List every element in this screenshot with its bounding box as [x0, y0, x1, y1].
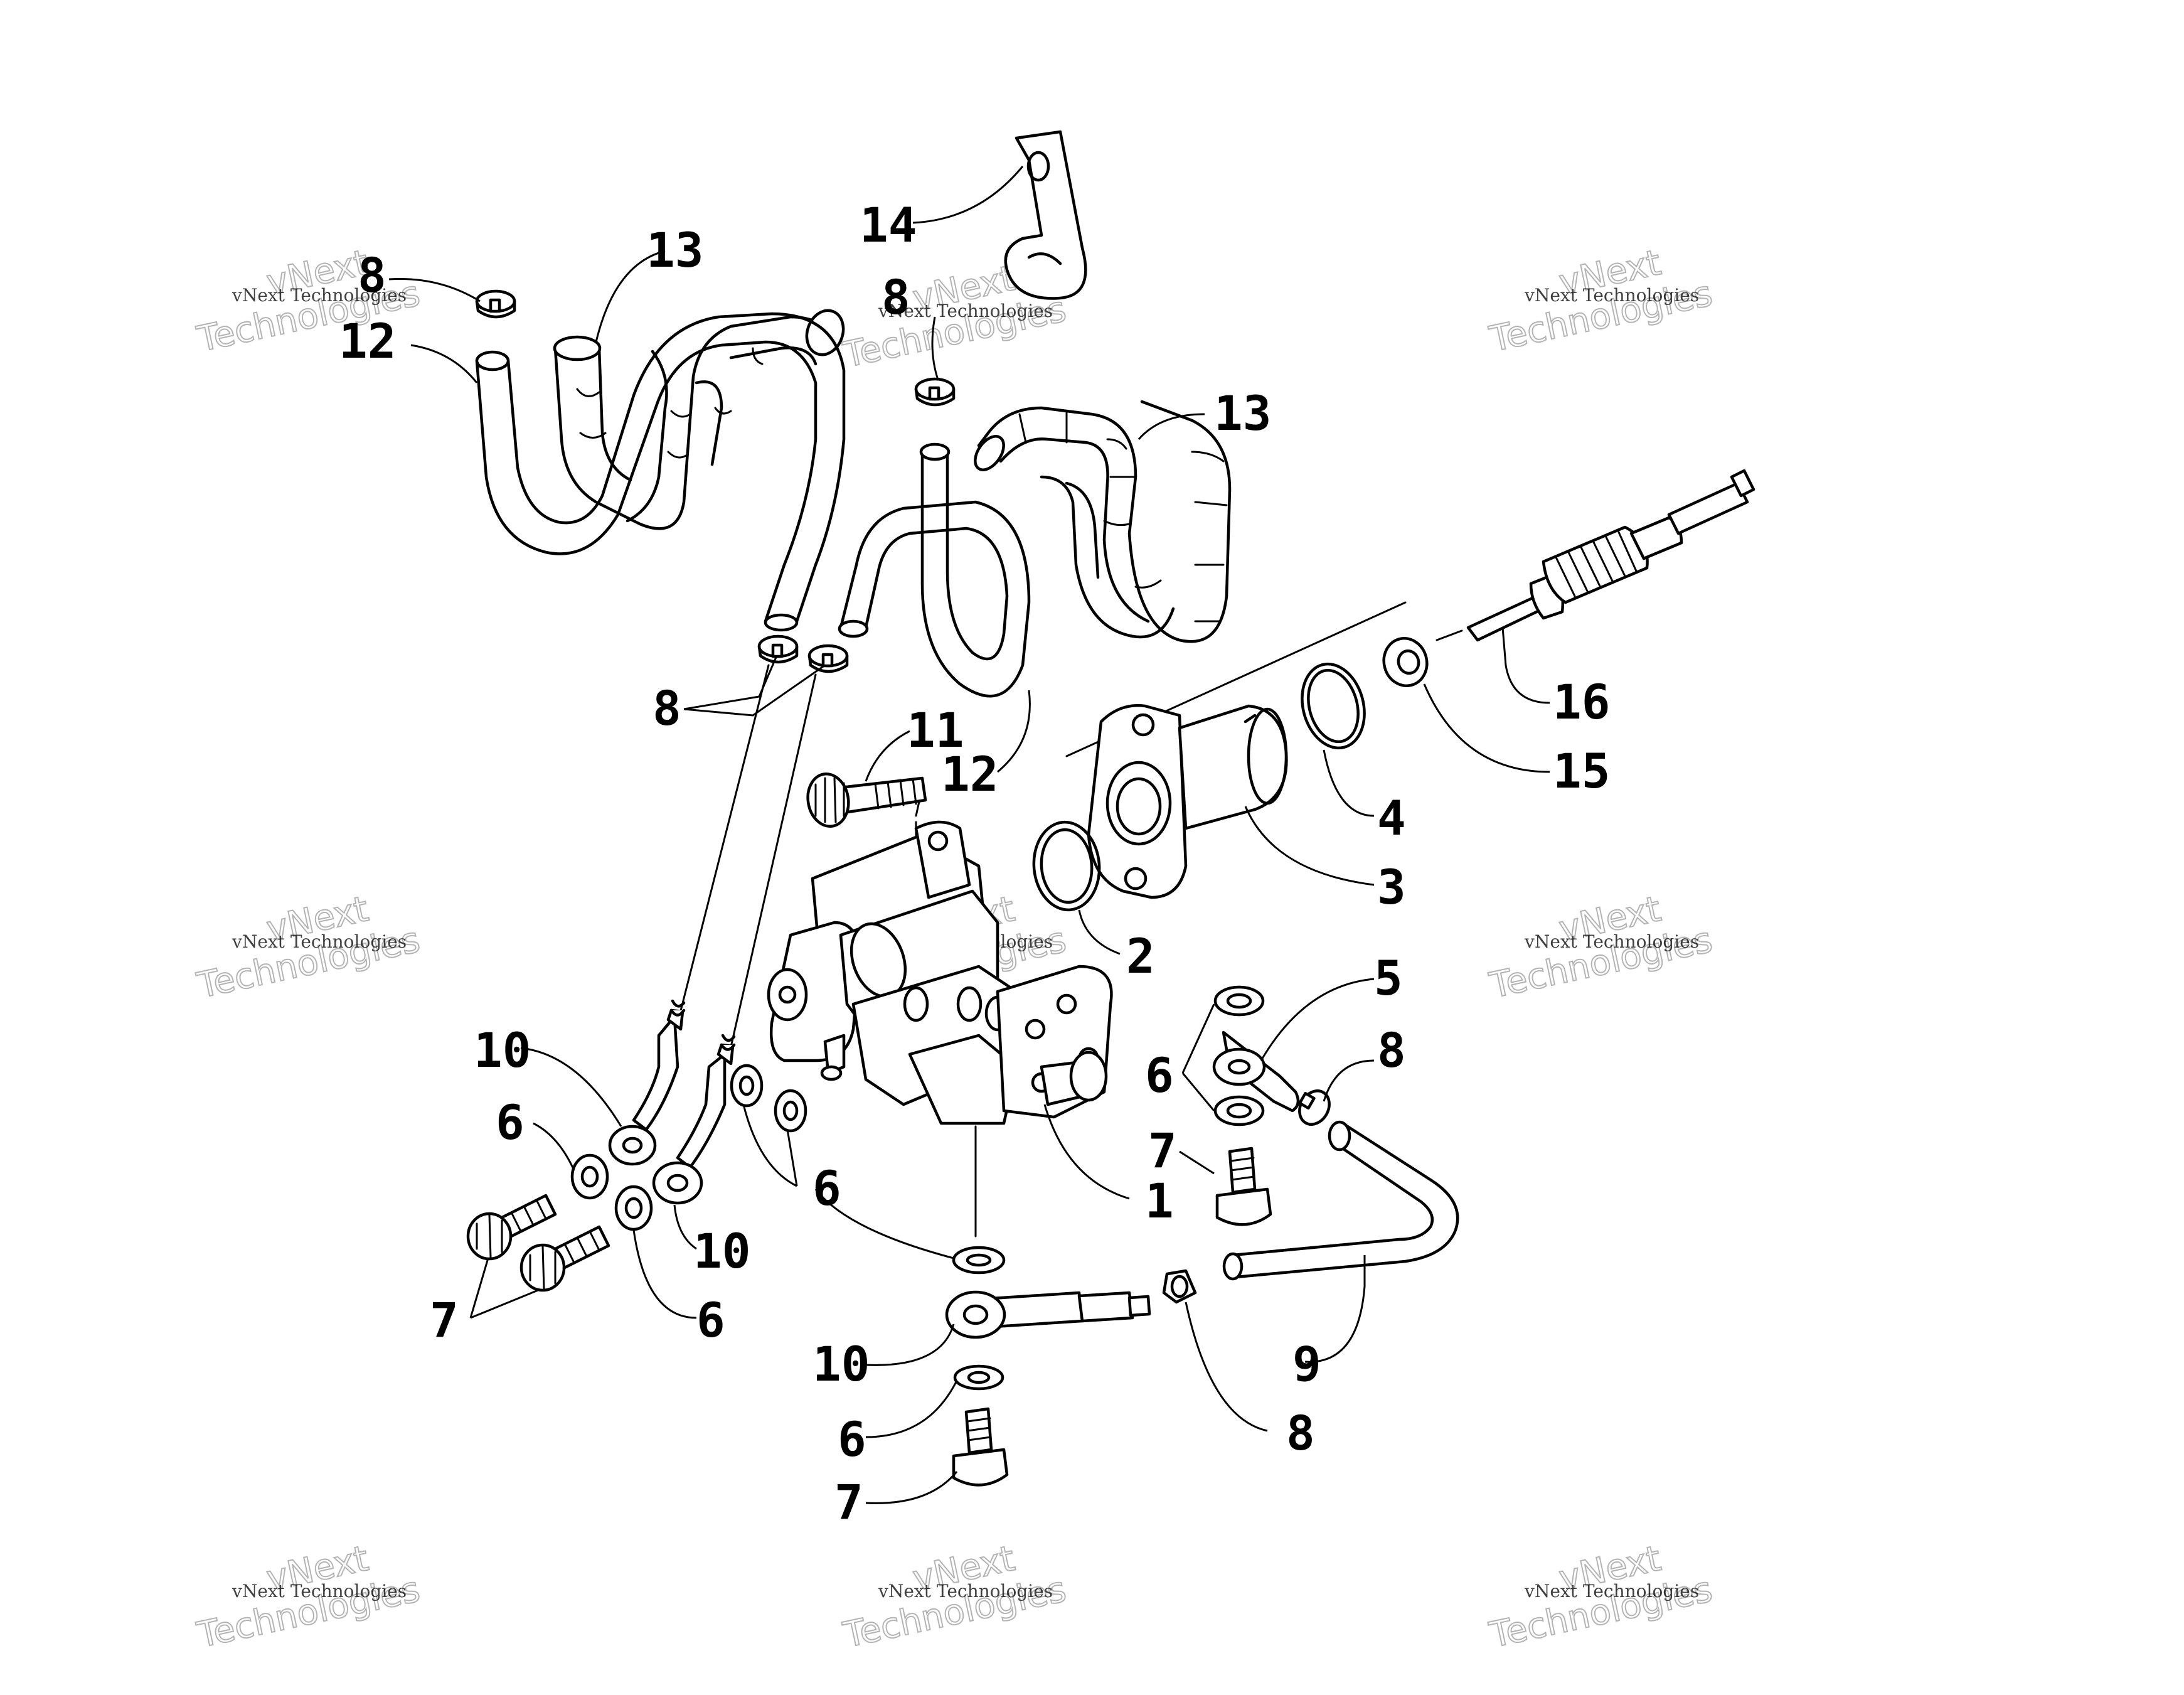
callout-4: 4	[1377, 790, 1406, 846]
svg-text:vNext Technologies: vNext Technologies	[1524, 931, 1699, 952]
part-8-clamp-upper-center	[914, 377, 956, 407]
part-11-bolt	[806, 773, 927, 828]
watermark: vNext Technologies vNext Technologies	[1485, 888, 1716, 1007]
callout-16: 16	[1553, 674, 1611, 730]
part-10-banjo-fitting-lower	[945, 1290, 1151, 1339]
part-9-hose	[1222, 1120, 1459, 1281]
callout-8: 8	[1286, 1405, 1315, 1461]
callout-6: 6	[838, 1411, 866, 1467]
part-8-clamp-mid-left	[757, 634, 799, 664]
callout-1: 1	[1145, 1173, 1174, 1229]
callout-9: 9	[1292, 1336, 1321, 1392]
part-13-oil-line-right	[974, 400, 1232, 643]
part-6-washer-left-lower	[614, 1185, 653, 1231]
callout-2: 2	[1126, 928, 1155, 984]
callout-7: 7	[834, 1474, 863, 1530]
part-10-banjo-fitting-left-a	[608, 999, 686, 1166]
part-12-tube-left	[475, 312, 846, 632]
part-8-clamp-upper-left	[475, 289, 516, 319]
part-14-clamp-bracket	[1004, 130, 1087, 300]
callout-12: 12	[941, 746, 999, 802]
callout-8: 8	[1377, 1022, 1406, 1078]
part-8-clamp-lower	[1162, 1269, 1197, 1304]
callout-13: 13	[1214, 385, 1272, 441]
callout-8: 8	[882, 269, 910, 325]
routing-lines	[676, 601, 1407, 1238]
part-4-o-ring	[1301, 662, 1366, 750]
svg-text:vNext Technologies: vNext Technologies	[878, 301, 1053, 321]
callout-3: 3	[1377, 859, 1406, 915]
watermark: vNext Technologies vNext Technologies	[193, 1537, 423, 1657]
callout-7: 7	[430, 1292, 459, 1348]
part-2-o-ring	[1032, 820, 1101, 912]
part-6-washer-pump-a	[730, 1064, 764, 1108]
watermark: vNext Technologies vNext Technologies	[839, 1537, 1070, 1657]
callout-15: 15	[1553, 743, 1611, 799]
part-15-seal	[1382, 637, 1429, 687]
callout-labels: 14 13 8 12 8 13 16 15 8 11 12 4 3 2 5 6 …	[339, 197, 1611, 1530]
callout-6: 6	[812, 1160, 841, 1216]
part-1-oil-pump	[767, 820, 1113, 1125]
svg-text:vNext Technologies: vNext Technologies	[1524, 1581, 1699, 1601]
svg-text:vNext Technologies: vNext Technologies	[878, 1581, 1053, 1601]
callout-7: 7	[1148, 1123, 1177, 1179]
part-3-pump-housing	[1087, 704, 1288, 899]
watermark: vNext Technologies vNext Technologies	[1485, 242, 1716, 361]
part-7-bolt-left-a	[466, 1194, 557, 1261]
part-8-clamp-mid-right	[807, 644, 849, 673]
watermark: vNext Technologies vNext Technologies	[1485, 1537, 1716, 1657]
callout-8: 8	[358, 247, 386, 303]
svg-text:vNext Technologies: vNext Technologies	[232, 1581, 407, 1601]
callout-6: 6	[496, 1094, 525, 1150]
leader-lines	[388, 166, 1550, 1504]
part-6-washer-left-upper	[570, 1153, 609, 1200]
callout-13: 13	[646, 222, 704, 278]
callout-10: 10	[693, 1223, 751, 1279]
part-6-washer-mid-right	[1213, 1095, 1265, 1126]
part-16-drive-shaft	[1388, 469, 1755, 666]
part-10-banjo-fitting-left-b	[652, 1034, 736, 1205]
callout-6: 6	[1145, 1047, 1174, 1103]
callout-10: 10	[812, 1336, 870, 1392]
callout-6: 6	[696, 1292, 725, 1348]
callout-12: 12	[339, 313, 397, 369]
svg-text:vNext Technologies: vNext Technologies	[232, 285, 407, 306]
callout-11: 11	[907, 702, 964, 758]
callout-14: 14	[860, 197, 917, 253]
callout-5: 5	[1374, 950, 1403, 1006]
part-6-washer-center-low	[952, 1246, 1006, 1275]
part-12-tube-center	[838, 442, 1031, 698]
part-8-clamp-right	[1298, 1089, 1331, 1126]
callout-10: 10	[474, 1022, 531, 1078]
part-6-washer-bottom	[953, 1364, 1004, 1391]
part-5-banjo-fitting	[1212, 1030, 1300, 1113]
callout-8: 8	[653, 680, 681, 736]
part-7-bolt-bottom	[952, 1407, 1009, 1487]
svg-text:vNext Technologies: vNext Technologies	[1524, 285, 1699, 306]
part-7-bolt-right	[1215, 1147, 1272, 1226]
watermark: vNext Technologies vNext Technologies	[193, 888, 423, 1007]
part-6-washer-top-right	[1213, 985, 1265, 1017]
svg-text:vNext Technologies: vNext Technologies	[232, 931, 407, 952]
part-6-washer-pump-b	[774, 1089, 807, 1133]
part-7-bolt-left-b	[519, 1225, 610, 1292]
